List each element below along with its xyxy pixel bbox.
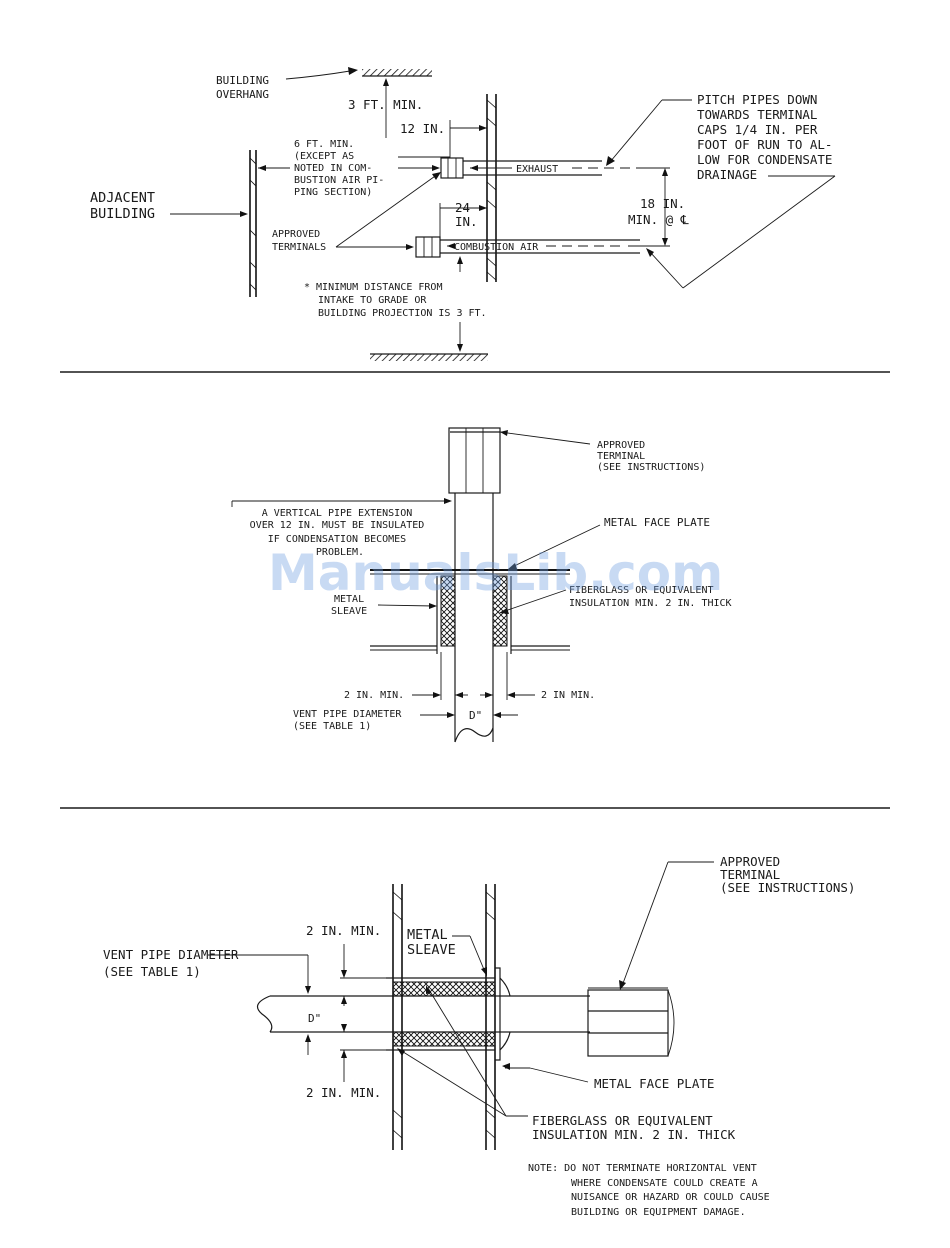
exhaust-terminal xyxy=(440,157,464,179)
minimum-distance-note: * MINIMUM DISTANCE FROM INTAKE TO GRADE … xyxy=(304,282,487,319)
pipe-break-symbol xyxy=(454,727,494,743)
diagram-2-vertical-vent: APPROVED TERMINAL (SEE INSTRUCTIONS) A V… xyxy=(231,427,732,743)
horizontal-pipe-break-symbol xyxy=(256,995,273,1033)
vertical-insulation-label: FIBERGLASS OR EQUIVALENT INSULATION MIN.… xyxy=(569,585,732,609)
horizontal-face-plate-label: METAL FACE PLATE xyxy=(594,1076,714,1091)
vertical-two-in-min-left: 2 IN. MIN. xyxy=(344,690,404,701)
diagram-3-horizontal-vent: D" APPROVED TERMINAL (SEE INSTRUCTIONS) … xyxy=(103,854,855,1218)
horizontal-d-label: D" xyxy=(308,1012,321,1025)
building-overhang-hatch xyxy=(362,69,432,76)
eighteen-in-label: 18 IN. MIN. @ ℄ xyxy=(628,196,693,227)
vertical-extension-note: A VERTICAL PIPE EXTENSION OVER 12 IN. MU… xyxy=(250,508,431,558)
vertical-face-plate-label: METAL FACE PLATE xyxy=(604,516,710,529)
building-overhang-label: BUILDING OVERHANG xyxy=(216,74,276,101)
six-ft-min-label: 6 FT. MIN. (EXCEPT AS NOTED IN COM- BUST… xyxy=(294,139,390,198)
horizontal-vent-note: NOTE: DO NOT TERMINATE HORIZONTAL VENT W… xyxy=(528,1163,776,1218)
horizontal-terminal-label: APPROVED TERMINAL (SEE INSTRUCTIONS) xyxy=(720,854,855,895)
twelve-in-label: 12 IN. xyxy=(400,121,445,136)
vertical-two-in-min-right: 2 IN MIN. xyxy=(541,690,595,701)
horizontal-two-in-min-bottom: 2 IN. MIN. xyxy=(306,1085,381,1100)
vertical-terminal-label: APPROVED TERMINAL (SEE INSTRUCTIONS) xyxy=(597,440,705,473)
combustion-air-label: COMBUSTION AIR xyxy=(454,242,539,253)
vertical-vent-pipe-diameter-label: VENT PIPE DIAMETER (SEE TABLE 1) xyxy=(293,709,407,732)
horizontal-metal-face-plate xyxy=(495,967,501,1061)
exhaust-label: EXHAUST xyxy=(516,164,558,175)
horizontal-insulation-label: FIBERGLASS OR EQUIVALENT INSULATION MIN.… xyxy=(532,1113,736,1142)
diagram-1-terminal-clearances: BUILDING OVERHANG 3 FT. MIN. 12 IN. xyxy=(90,67,840,361)
approved-terminals-label: APPROVED TERMINALS xyxy=(272,229,326,253)
horizontal-insulation-top xyxy=(392,981,496,997)
horizontal-insulation-bottom xyxy=(392,1031,496,1047)
combustion-air-terminal xyxy=(415,236,441,258)
vertical-metal-sleave-label: METAL SLEAVE xyxy=(331,594,370,617)
horizontal-vent-pipe-diameter-label: VENT PIPE DIAMETER (SEE TABLE 1) xyxy=(103,947,246,979)
vertical-approved-terminal xyxy=(448,427,501,494)
watermark: ManualsLib.com xyxy=(268,544,723,602)
twenty-four-in-label: 24 IN. xyxy=(455,200,478,229)
vertical-d-label: D" xyxy=(469,709,482,722)
horizontal-approved-terminal xyxy=(587,989,669,1057)
three-ft-min-label: 3 FT. MIN. xyxy=(348,97,423,112)
pitch-pipes-note: PITCH PIPES DOWN TOWARDS TERMINAL CAPS 1… xyxy=(697,92,840,182)
adjacent-building-label: ADJACENT BUILDING xyxy=(90,190,163,222)
grade-hatch xyxy=(370,354,488,361)
vertical-insulation-left xyxy=(440,575,456,647)
horizontal-two-in-min-top: 2 IN. MIN. xyxy=(306,923,381,938)
horizontal-metal-sleave-label: METAL SLEAVE xyxy=(407,927,456,958)
